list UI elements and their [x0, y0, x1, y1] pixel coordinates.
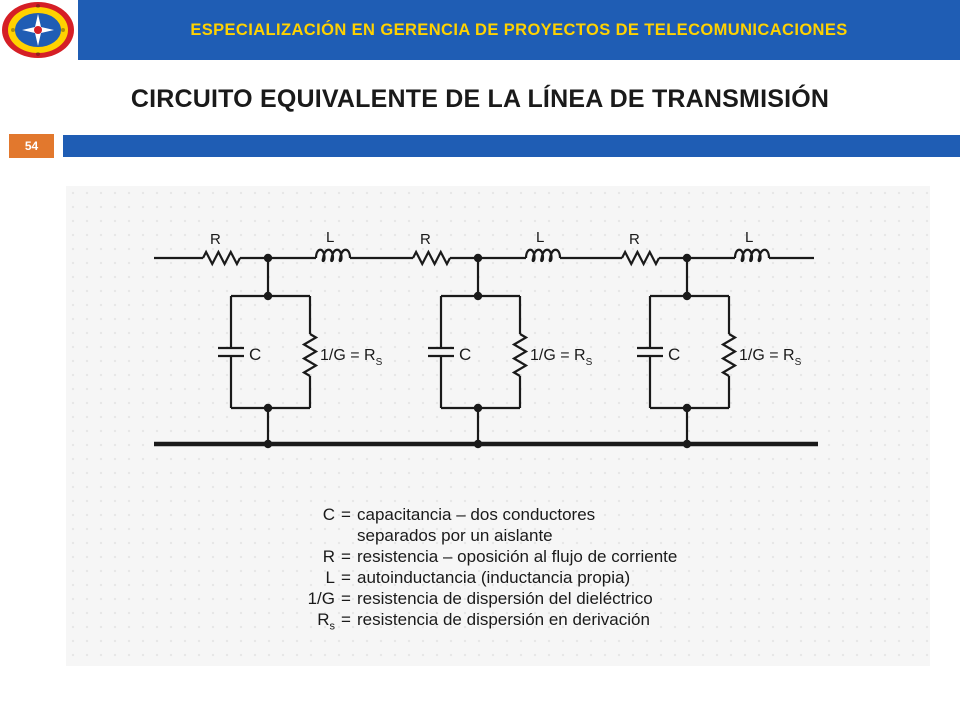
component-legend: C = capacitancia – dos conductores separado… — [297, 504, 678, 633]
legend-description: separados por un aislante — [357, 526, 553, 545]
legend-description: resistencia de dispersión en derivación — [357, 610, 650, 629]
legend-equals: = — [341, 547, 351, 566]
shunt-resistor — [511, 333, 529, 377]
legend-symbol: L — [325, 568, 335, 587]
shunt-resistor — [301, 333, 319, 377]
legend-description: resistencia – oposición al flujo de corr… — [357, 547, 678, 566]
legend-description: resistencia de dispersión del dieléctric… — [357, 589, 653, 608]
legend-description: autoinductancia (inductancia propia) — [357, 568, 631, 587]
inductor-label: L — [326, 229, 334, 246]
slide-number: 54 — [9, 134, 54, 158]
legend-symbol: Rs — [317, 610, 336, 633]
slide-title: CIRCUITO EQUIVALENTE DE LA LÍNEA DE TRAN… — [130, 85, 830, 113]
inductor-label: L — [536, 229, 544, 246]
shunt-resistor — [720, 333, 738, 377]
junction-dot — [682, 403, 692, 413]
university-seal-icon — [0, 0, 78, 60]
series-resistor — [621, 249, 660, 267]
capacitor-label: C — [249, 345, 261, 364]
series-resistor — [202, 249, 241, 267]
resistor-label: R — [420, 231, 431, 248]
shunt-resistance-label: 1/G = RS — [530, 347, 593, 368]
resistor-label: R — [210, 231, 221, 248]
series-inductor — [733, 248, 771, 263]
capacitor-label: C — [459, 345, 471, 364]
legend-row: Rs = resistencia de dispersión en derivaci… — [297, 609, 677, 633]
junction-dot — [682, 291, 692, 301]
legend-row: 1/G = resistencia de dispersión del dieléc… — [297, 588, 677, 609]
legend-symbol: 1/G — [307, 589, 335, 608]
header-title: ESPECIALIZACIÓN EN GERENCIA DE PROYECTOS… — [190, 20, 848, 39]
shunt-resistance-label: 1/G = RS — [739, 347, 802, 368]
circuit-diagram: R L R L R L C 1/G = RS C 1/G = RS C 1/G = RS — [154, 229, 818, 449]
legend-equals: = — [341, 589, 351, 608]
legend-description: capacitancia – dos conductores — [357, 505, 596, 524]
series-resistor — [412, 249, 451, 267]
junction-dot — [473, 253, 483, 263]
legend-symbol: C — [322, 505, 335, 524]
junction-dot — [473, 439, 483, 449]
legend-row: L = autoinductancia (inductancia propia) — [297, 567, 677, 588]
header-bar — [78, 0, 960, 60]
series-inductor — [524, 248, 562, 263]
legend-row: R = resistencia – oposición al flujo de co… — [297, 546, 678, 567]
junction-dot — [473, 291, 483, 301]
shunt-resistance-label: 1/G = RS — [320, 347, 383, 368]
capacitor-label: C — [668, 345, 680, 364]
legend-symbol: R — [322, 547, 335, 566]
junction-dot — [263, 403, 273, 413]
series-inductor — [314, 248, 352, 263]
junction-dot — [263, 439, 273, 449]
junction-dot — [682, 439, 692, 449]
legend-symbol-subscript: s — [329, 620, 336, 633]
junction-dot — [473, 403, 483, 413]
legend-equals: = — [341, 505, 351, 524]
legend-equals: = — [341, 610, 351, 629]
junction-dot — [682, 253, 692, 263]
junction-dot — [263, 291, 273, 301]
inductor-label: L — [745, 229, 753, 246]
resistor-label: R — [629, 231, 640, 248]
legend-row: separados por un aislante — [297, 525, 677, 546]
junction-dot — [263, 253, 273, 263]
legend-equals: = — [341, 568, 351, 587]
title-underline-bar — [63, 135, 960, 157]
legend-row: C = capacitancia – dos conductores — [297, 504, 677, 525]
